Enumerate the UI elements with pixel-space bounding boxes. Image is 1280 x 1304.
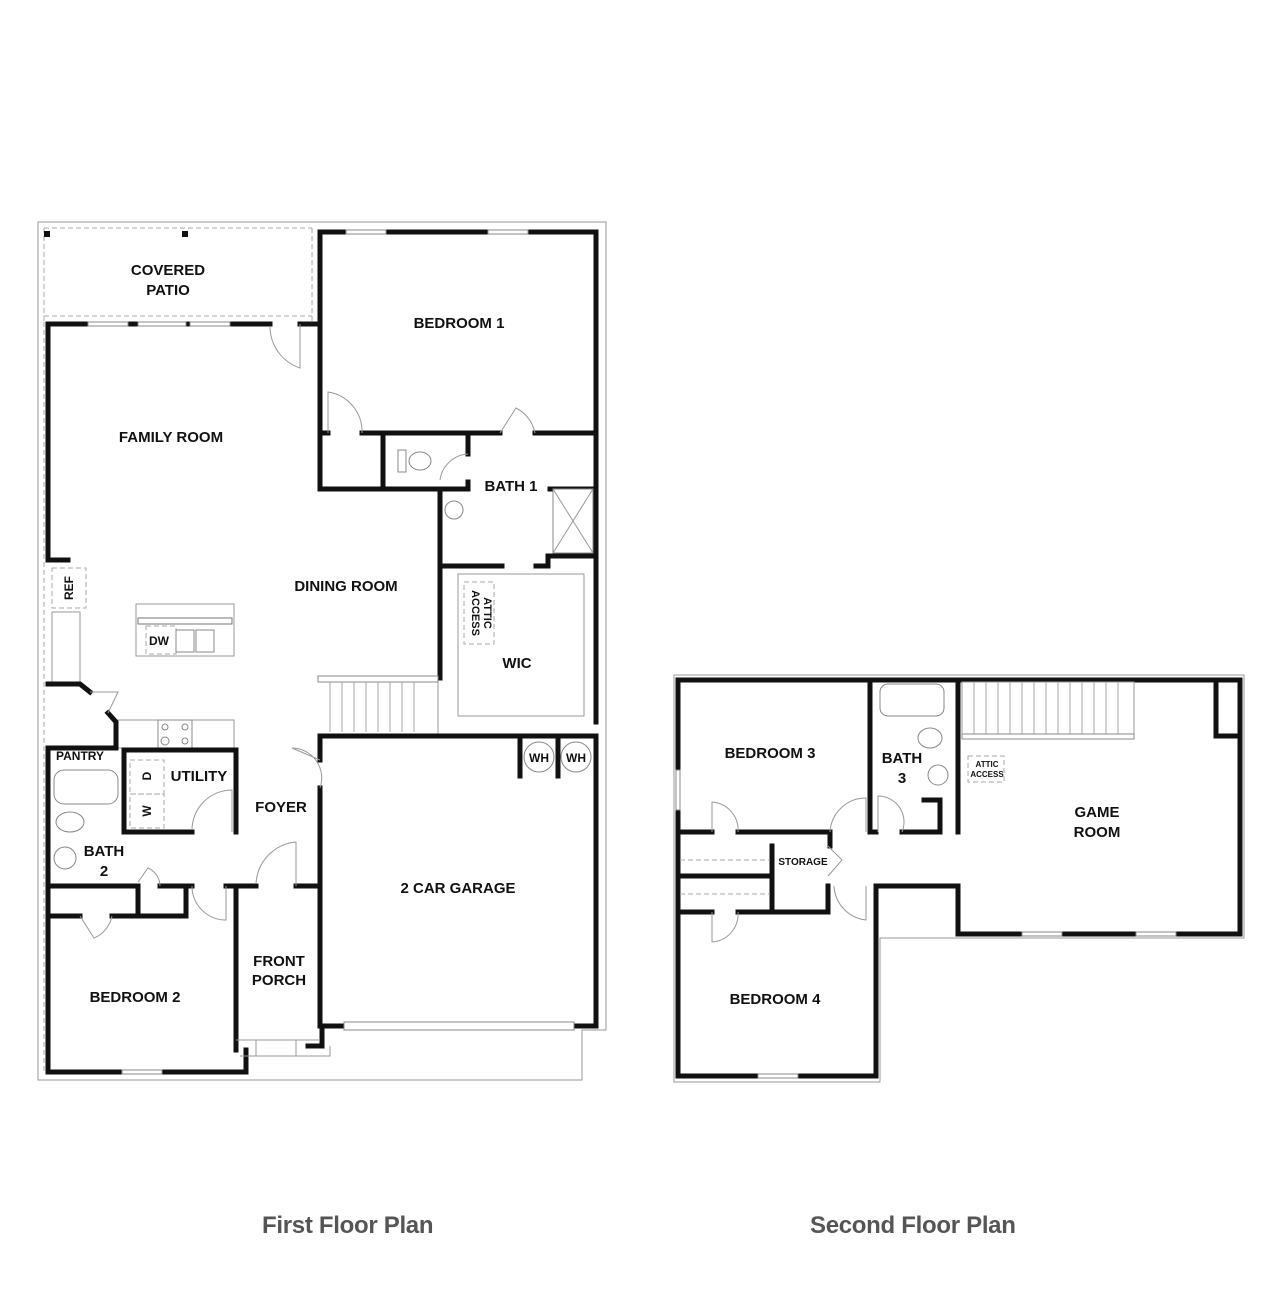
room-label-bath-2-num: 2 <box>100 863 108 880</box>
first-floor-labels: COVERED PATIO BEDROOM 1 FAMILY ROOM BATH… <box>56 262 586 1006</box>
attic-access-label: ATTIC <box>481 597 493 629</box>
room-label-dining-room: DINING ROOM <box>294 578 397 595</box>
room-label-bath-3: BATH <box>882 750 923 767</box>
room-label-bedroom-1: BEDROOM 1 <box>414 315 505 332</box>
room-label-pantry: PANTRY <box>56 749 104 763</box>
water-heater-label-1: WH <box>529 751 549 765</box>
room-label-covered-patio: COVERED <box>131 262 205 279</box>
water-heater-label-2: WH <box>566 751 586 765</box>
room-label-bath-1: BATH 1 <box>484 478 537 495</box>
attic-access-label-2: ACCESS <box>469 590 481 636</box>
attic-access-label-2f: ATTIC <box>976 760 999 769</box>
washer-label: W <box>140 805 154 817</box>
room-label-foyer: FOYER <box>255 799 307 816</box>
first-floor-plan <box>37 221 607 1081</box>
room-label-game-room: GAME <box>1075 804 1120 821</box>
room-label-bedroom-2: BEDROOM 2 <box>90 989 181 1006</box>
dishwasher-label: DW <box>149 634 170 648</box>
room-label-storage: STORAGE <box>778 857 828 868</box>
room-label-bath-2: BATH <box>84 843 125 860</box>
first-floor-caption: First Floor Plan <box>262 1212 434 1239</box>
room-label-bedroom-3: BEDROOM 3 <box>725 745 816 762</box>
room-label-family-room: FAMILY ROOM <box>119 429 223 446</box>
second-floor-plan <box>673 674 1245 1083</box>
room-label-bath-3-num: 3 <box>898 770 906 787</box>
room-label-wic: WIC <box>502 655 531 672</box>
room-label-covered-patio-2: PATIO <box>146 282 190 299</box>
attic-access-label-2f-2: ACCESS <box>970 770 1004 779</box>
ref-label: REF <box>62 576 76 600</box>
room-label-bedroom-4: BEDROOM 4 <box>730 991 822 1008</box>
second-floor-caption: Second Floor Plan <box>810 1212 1016 1239</box>
room-label-front-porch-2: PORCH <box>252 972 306 989</box>
room-label-garage: 2 CAR GARAGE <box>400 880 515 897</box>
room-label-game-room-2: ROOM <box>1074 824 1121 841</box>
second-floor-labels: BEDROOM 3 BATH 3 ATTIC ACCESS GAME ROOM … <box>725 745 1121 1008</box>
room-label-utility: UTILITY <box>171 768 228 785</box>
dryer-label: D <box>140 771 154 780</box>
room-label-front-porch: FRONT <box>253 953 305 970</box>
